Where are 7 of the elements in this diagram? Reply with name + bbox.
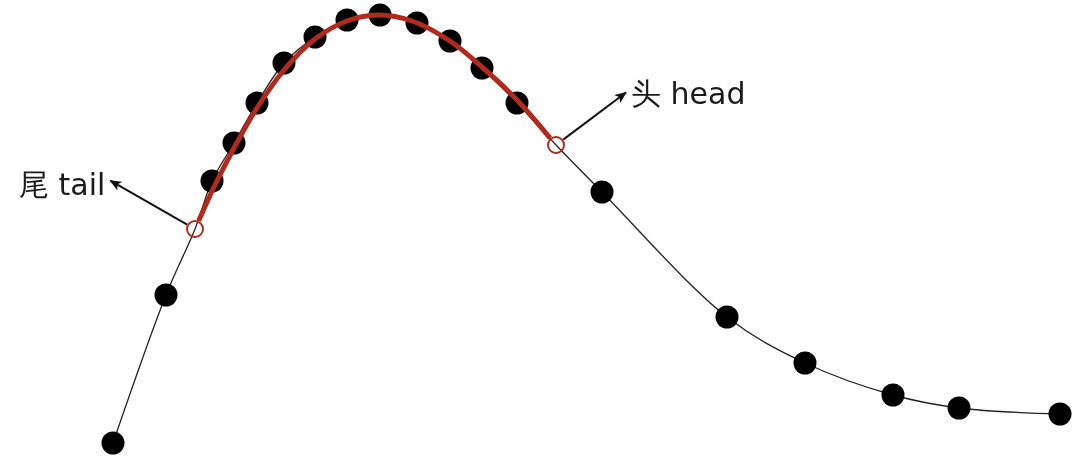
arrow bbox=[562, 91, 627, 141]
ring-marker bbox=[186, 220, 204, 238]
callout-label: 头 head bbox=[626, 74, 751, 114]
arrow bbox=[109, 179, 189, 226]
callout-label: 尾 tail bbox=[14, 165, 111, 205]
highlight-segment bbox=[196, 12, 553, 222]
ring-marker bbox=[547, 136, 565, 154]
